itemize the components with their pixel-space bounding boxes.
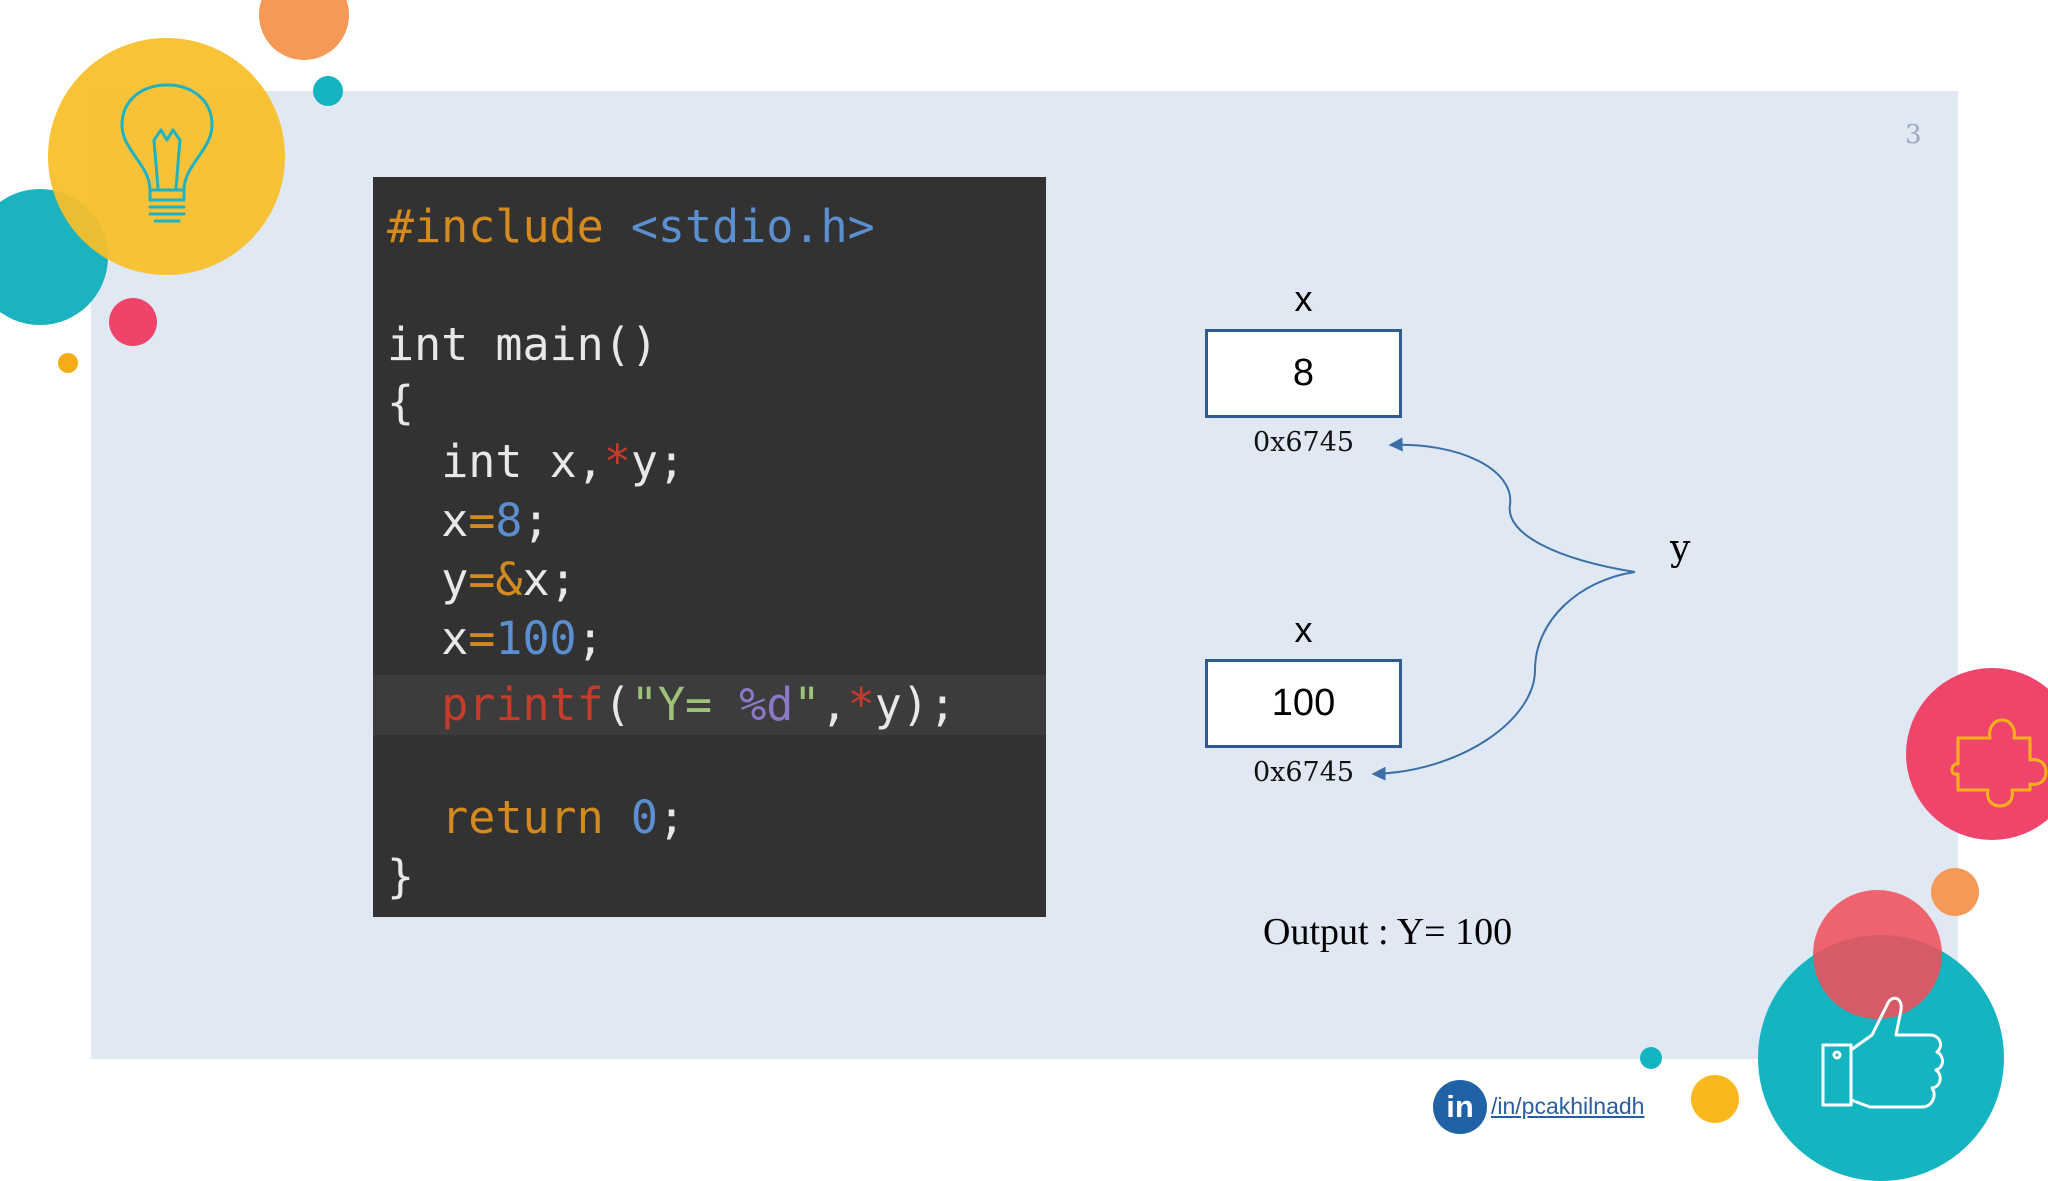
- lightbulb-icon: [120, 83, 214, 223]
- box2-value: 100: [1205, 659, 1402, 748]
- assign-y-amp: &: [495, 553, 523, 606]
- box1-value: 8: [1205, 329, 1402, 418]
- pointer-arrows: [1371, 437, 1636, 781]
- assign-x-val: 8: [495, 494, 523, 547]
- code-line-return: return 0;: [387, 788, 685, 848]
- icon-layer: [120, 83, 2048, 1109]
- code-line-assign-y: y=&x;: [387, 550, 577, 610]
- printf-fmt: %d: [739, 678, 794, 731]
- assign-y-rest: x;: [522, 553, 577, 606]
- assign-y-var: y: [441, 553, 469, 606]
- deco-dot-yellow-small: [58, 353, 78, 373]
- arrow-to-box2: [1371, 571, 1636, 781]
- deco-dot-yellow-bottom: [1691, 1075, 1739, 1123]
- code-line-printf: printf("Y= %d",*y);: [387, 675, 956, 735]
- code-line-close-brace: }: [387, 850, 415, 903]
- return-val: 0: [630, 791, 658, 844]
- printf-comma: ,: [820, 678, 848, 731]
- code-line-assign-x2: x=100;: [387, 609, 604, 669]
- deco-circle-yellow: [48, 38, 285, 275]
- linkedin-icon[interactable]: in: [1433, 1080, 1487, 1134]
- box2-address: 0x6745: [1252, 757, 1355, 788]
- deco-dot-teal-bottom: [1640, 1047, 1662, 1069]
- assign-x2-end: ;: [576, 612, 604, 665]
- box1-name: x: [1294, 278, 1313, 319]
- deco-dot-pink: [109, 298, 157, 346]
- return-keyword: return: [441, 791, 604, 844]
- assign-x2-val: 100: [495, 612, 577, 665]
- code-line-assign-x: x=8;: [387, 491, 550, 551]
- printf-star: *: [847, 678, 875, 731]
- assign-x2-op: =: [468, 612, 496, 665]
- printf-close: );: [901, 678, 956, 731]
- printf-fn: printf: [441, 678, 604, 731]
- code-block: #include <stdio.h> int main() { int x,*y…: [373, 177, 1046, 917]
- assign-x-var: x: [441, 494, 469, 547]
- code-line-highlight: [373, 675, 1046, 735]
- deco-dot-teal: [313, 76, 343, 106]
- decl-ptr: y;: [630, 435, 686, 488]
- printf-open: (: [603, 678, 631, 731]
- code-line-open-brace: {: [387, 376, 415, 429]
- arrow-to-box1: [1388, 437, 1636, 573]
- deco-circle-red-bottom: [1813, 890, 1942, 1019]
- thumbs-up-icon: [1821, 996, 1944, 1109]
- code-line-include: #include <stdio.h>: [387, 197, 875, 257]
- deco-dot-orange-right: [1931, 868, 1979, 916]
- assign-x-op: =: [468, 494, 496, 547]
- return-end: ;: [657, 791, 686, 844]
- deco-circle-pink-right: [1906, 668, 2048, 840]
- puzzle-icon: [1950, 718, 2048, 808]
- assign-y-op: =: [468, 553, 496, 606]
- code-line-main: int main(): [387, 318, 658, 371]
- decl-type: int: [441, 435, 523, 488]
- box2-name: x: [1294, 609, 1313, 650]
- decl-star: *: [603, 435, 631, 488]
- page-number: 3: [1905, 120, 1922, 150]
- decl-vars: x,: [549, 435, 604, 488]
- printf-str-b: ": [793, 678, 821, 731]
- include-file: <stdio.h>: [630, 200, 875, 253]
- pointer-label: y: [1670, 528, 1691, 569]
- output-text: Output : Y= 100: [1263, 911, 1513, 953]
- code-line-decl: int x,*y;: [387, 432, 685, 492]
- assign-x2-var: x: [441, 612, 469, 665]
- box1-address: 0x6745: [1252, 427, 1355, 458]
- include-keyword: #include: [387, 200, 604, 253]
- printf-str-a: "Y=: [630, 678, 740, 731]
- printf-arg: y: [874, 678, 902, 731]
- assign-x-end: ;: [522, 494, 550, 547]
- linkedin-link[interactable]: /in/pcakhilnadh: [1491, 1093, 1645, 1119]
